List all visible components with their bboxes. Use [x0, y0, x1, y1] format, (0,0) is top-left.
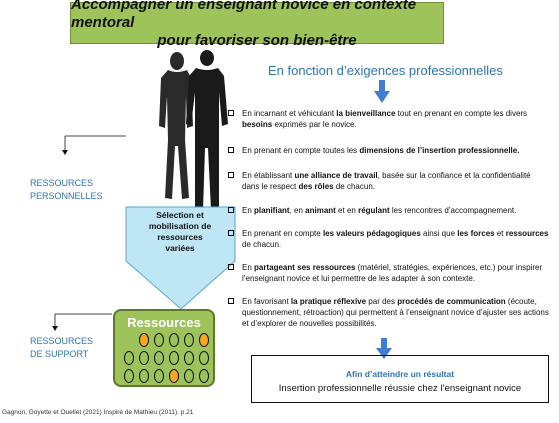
result-title: Afin d’atteindre un résultat — [345, 369, 455, 379]
list-item: En incarnant et véhiculant la bienveilla… — [228, 108, 550, 130]
selection-line-3: ressources — [157, 232, 203, 242]
resource-token — [169, 333, 179, 347]
selection-line-1: Sélection et — [156, 210, 204, 220]
selection-line-2: mobilisation de — [148, 221, 212, 231]
label-ressources-personnelles: RESSOURCES PERSONNELLES — [30, 177, 103, 203]
resource-token — [184, 369, 194, 383]
list-item: En prenant en compte toutes les dimensio… — [228, 145, 550, 156]
resource-token — [124, 351, 134, 365]
result-text: Insertion professionnelle réussie chez l… — [278, 383, 522, 394]
checkbox-square-icon — [228, 298, 234, 304]
resource-token — [184, 333, 194, 347]
list-item: En partageant ses ressources (matériel, … — [228, 262, 550, 284]
title-line-2: pour favoriser son bien-être — [157, 32, 357, 49]
arrow-down-icon — [374, 80, 390, 103]
checkbox-square-icon — [228, 110, 234, 116]
resource-token — [199, 369, 209, 383]
checkbox-square-icon — [228, 172, 234, 178]
source-credit: Gagnon, Goyette et Ouellet (2021) Inspir… — [2, 409, 194, 416]
label-personal-line-2: PERSONNELLES — [30, 191, 103, 201]
label-support-line-1: RESSOURCES — [30, 336, 94, 346]
title-line-1: Accompagner un enseignant novice en cont… — [71, 0, 417, 31]
checkbox-square-icon — [228, 264, 234, 270]
title-box: Accompagner un enseignant novice en cont… — [70, 0, 444, 49]
checkbox-square-icon — [228, 207, 234, 213]
woman-silhouette — [159, 52, 193, 199]
resource-token — [139, 351, 149, 365]
ressources-box: Ressources — [113, 309, 215, 387]
resource-token — [154, 351, 164, 365]
ressources-title: Ressources — [127, 315, 201, 330]
man-silhouette — [186, 50, 228, 210]
resource-token — [199, 351, 209, 365]
selection-text: Sélection et mobilisation de ressources … — [128, 210, 232, 254]
list-item: En planifiant, en animant et en régulant… — [228, 205, 550, 216]
resource-token — [154, 333, 164, 347]
selection-funnel — [125, 206, 236, 310]
resource-token-filled — [169, 369, 179, 383]
resource-token — [124, 369, 134, 383]
connector-personal-arrowhead — [62, 150, 68, 155]
list-item: En favorisant la pratique réflexive par … — [228, 296, 550, 329]
list-item: En prenant en compte les valeurs pédagog… — [228, 228, 550, 250]
resource-token-filled — [199, 333, 209, 347]
list-item: En établissant une alliance de travail, … — [228, 170, 550, 192]
checkbox-square-icon — [228, 147, 234, 153]
label-personal-line-1: RESSOURCES — [30, 178, 94, 188]
mentor-silhouettes-figure — [159, 50, 228, 210]
arrow-down-icon-result — [376, 338, 392, 359]
checkbox-square-icon — [228, 230, 234, 236]
resource-token — [169, 351, 179, 365]
result-box: Afin d’atteindre un résultat Insertion p… — [251, 355, 549, 403]
subtitle: En fonction d’exigences professionnelles — [268, 63, 503, 78]
label-ressources-support: RESSOURCES DE SUPPORT — [30, 335, 93, 361]
selection-line-4: variées — [165, 243, 195, 253]
resource-token — [139, 369, 149, 383]
connector-support-arrowhead — [52, 326, 58, 331]
resource-token — [184, 351, 194, 365]
resource-token-filled — [139, 333, 149, 347]
label-support-line-2: DE SUPPORT — [30, 349, 89, 359]
resource-token — [154, 369, 164, 383]
